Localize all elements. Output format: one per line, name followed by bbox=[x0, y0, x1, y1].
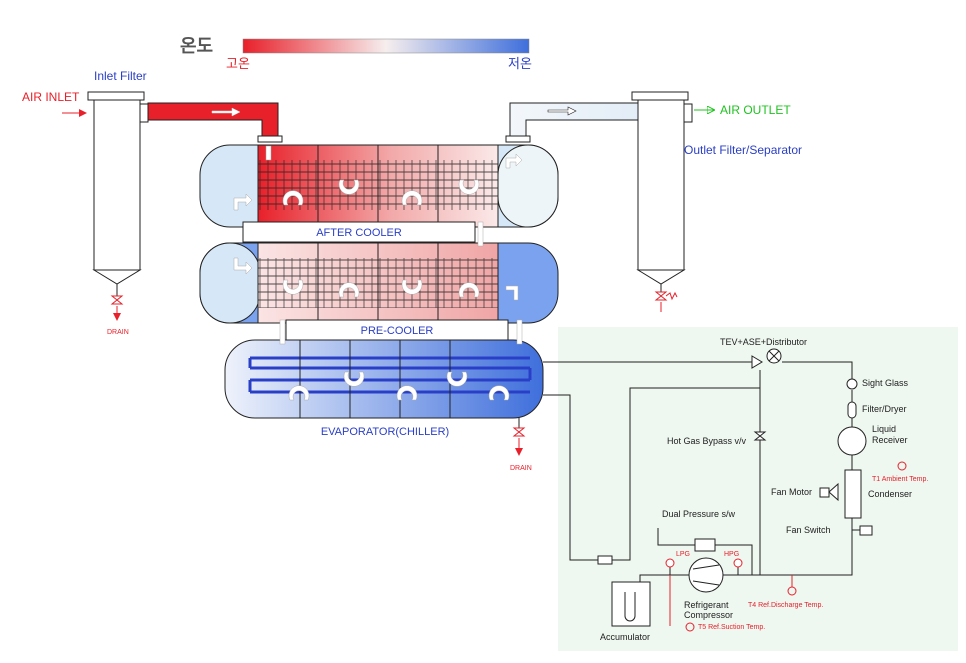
condenser-label: Condenser bbox=[868, 489, 912, 499]
evaporator bbox=[224, 339, 544, 456]
after-cooler-label-box bbox=[242, 221, 476, 243]
evaporator-label: EVAPORATOR(CHILLER) bbox=[321, 426, 449, 438]
air-flow-arrows bbox=[233, 145, 523, 401]
condenser bbox=[844, 469, 862, 519]
lpg-gauge bbox=[665, 558, 675, 568]
hpg-label: HPG bbox=[724, 551, 739, 558]
t5-label: T5 Ref.Suction Temp. bbox=[698, 624, 765, 631]
accumulator-label: Accumulator bbox=[600, 632, 650, 642]
pre-cooler-label: PRE-COOLER bbox=[361, 325, 434, 337]
sight-glass-label: Sight Glass bbox=[862, 378, 909, 388]
t1-sensor-icon bbox=[897, 461, 907, 471]
drain-left-label: DRAIN bbox=[107, 329, 129, 336]
outlet-filter bbox=[631, 91, 693, 312]
t5-sensor-icon bbox=[685, 622, 695, 632]
t1-label: T1 Ambient Temp. bbox=[872, 476, 928, 483]
drain-evap-label: DRAIN bbox=[510, 465, 532, 472]
legend-title: 온도 bbox=[180, 36, 213, 56]
fan-switch bbox=[859, 525, 873, 536]
inlet-pipe bbox=[147, 102, 283, 143]
after-cooler bbox=[199, 144, 559, 228]
hot-gas-bypass-valve bbox=[753, 431, 767, 441]
liquid-receiver-label-1: Liquid bbox=[872, 424, 896, 434]
fan-motor-label: Fan Motor bbox=[771, 487, 812, 497]
liquid-receiver-label-2: Receiver bbox=[872, 435, 908, 445]
t4-label: T4 Ref.Discharge Temp. bbox=[748, 602, 823, 609]
after-cooler-label: AFTER COOLER bbox=[316, 227, 402, 239]
dual-pressure-label: Dual Pressure s/w bbox=[662, 509, 736, 519]
inlet-filter-label: Inlet Filter bbox=[94, 69, 147, 83]
compressor-label-2: Compressor bbox=[684, 610, 733, 620]
hot-gas-bypass-label: Hot Gas Bypass v/v bbox=[667, 436, 747, 446]
tev-label: TEV+ASE+Distributor bbox=[720, 337, 807, 347]
temperature-gradient-bar bbox=[242, 38, 530, 54]
compressor-icon bbox=[692, 564, 720, 586]
filter-dryer bbox=[847, 401, 857, 419]
pre-cooler bbox=[199, 242, 559, 324]
air-inlet-label: AIR INLET bbox=[22, 90, 80, 104]
legend-high-label: 고온 bbox=[226, 56, 250, 71]
lpg-label: LPG bbox=[676, 551, 690, 558]
fan-switch-label: Fan Switch bbox=[786, 525, 831, 535]
legend-low-label: 저온 bbox=[508, 56, 532, 71]
hpg-gauge bbox=[733, 558, 743, 568]
filter-dryer-label: Filter/Dryer bbox=[862, 404, 907, 414]
accumulator bbox=[597, 555, 651, 627]
outlet-filter-label: Outlet Filter/Separator bbox=[684, 143, 802, 157]
compressor-label-1: Refrigerant bbox=[684, 600, 729, 610]
sight-glass bbox=[846, 378, 858, 390]
dual-pressure-switch bbox=[694, 538, 716, 552]
air-outlet-label: AIR OUTLET bbox=[720, 103, 791, 117]
compressor bbox=[688, 557, 724, 593]
inlet-filter bbox=[87, 91, 149, 321]
liquid-receiver bbox=[837, 426, 867, 456]
fan-motor bbox=[819, 482, 839, 502]
outlet-pipe bbox=[505, 102, 641, 143]
tev-valve bbox=[751, 348, 782, 369]
